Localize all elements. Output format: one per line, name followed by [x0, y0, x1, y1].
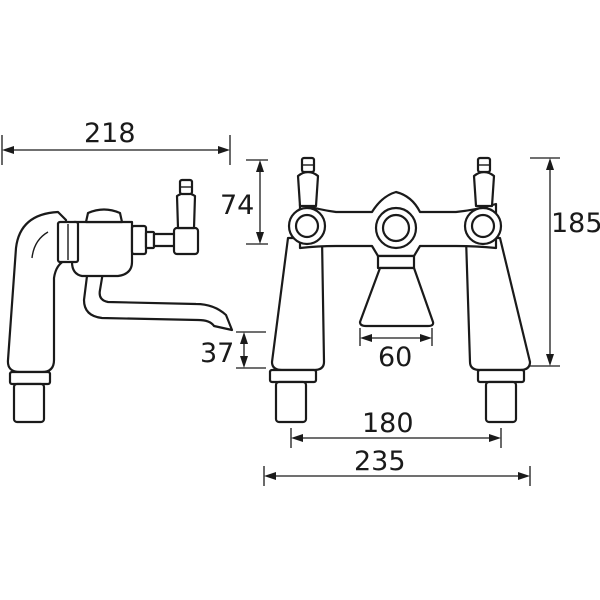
front-left-lever [296, 170, 320, 208]
dimension-60: 60 [359, 328, 433, 373]
side-base-nut [8, 370, 52, 386]
dimension-180: 180 [290, 408, 502, 448]
front-right-base-nut [476, 368, 526, 384]
side-handle-stem [152, 232, 178, 248]
front-outlet [358, 266, 435, 328]
side-spindle [130, 224, 148, 256]
front-right-tail [484, 380, 518, 424]
dim-label-74: 74 [220, 190, 254, 221]
front-left-tail [274, 380, 308, 424]
front-view [268, 156, 532, 424]
front-outlet-collar [376, 254, 416, 270]
side-view [6, 178, 234, 424]
dim-label-180: 180 [362, 408, 414, 439]
dimension-235: 235 [263, 446, 531, 486]
dimension-37: 37 [200, 331, 266, 369]
front-right-hub-inner [470, 213, 496, 239]
front-right-pillar [464, 236, 532, 372]
dim-label-218: 218 [84, 118, 136, 149]
side-handle-hub [172, 226, 200, 256]
front-left-hub-inner [294, 213, 320, 239]
dimension-218: 218 [1, 118, 231, 165]
front-left-base-nut [268, 368, 318, 384]
side-spout [82, 264, 234, 332]
dim-label-60: 60 [378, 342, 412, 373]
dim-label-185: 185 [551, 208, 600, 239]
front-center-hub-inner [381, 213, 411, 243]
side-handle-lever [175, 191, 197, 230]
side-tail [12, 382, 46, 424]
front-right-lever [472, 170, 496, 208]
dimension-74: 74 [220, 159, 268, 245]
side-spindle-ring [144, 230, 156, 250]
front-left-pillar [270, 236, 326, 372]
dim-label-37: 37 [200, 338, 234, 369]
dimension-185: 185 [530, 157, 600, 367]
side-body-edge [31, 231, 49, 259]
dim-label-235: 235 [354, 446, 406, 477]
side-valve-housing [70, 220, 134, 278]
side-top-cap [84, 208, 124, 224]
